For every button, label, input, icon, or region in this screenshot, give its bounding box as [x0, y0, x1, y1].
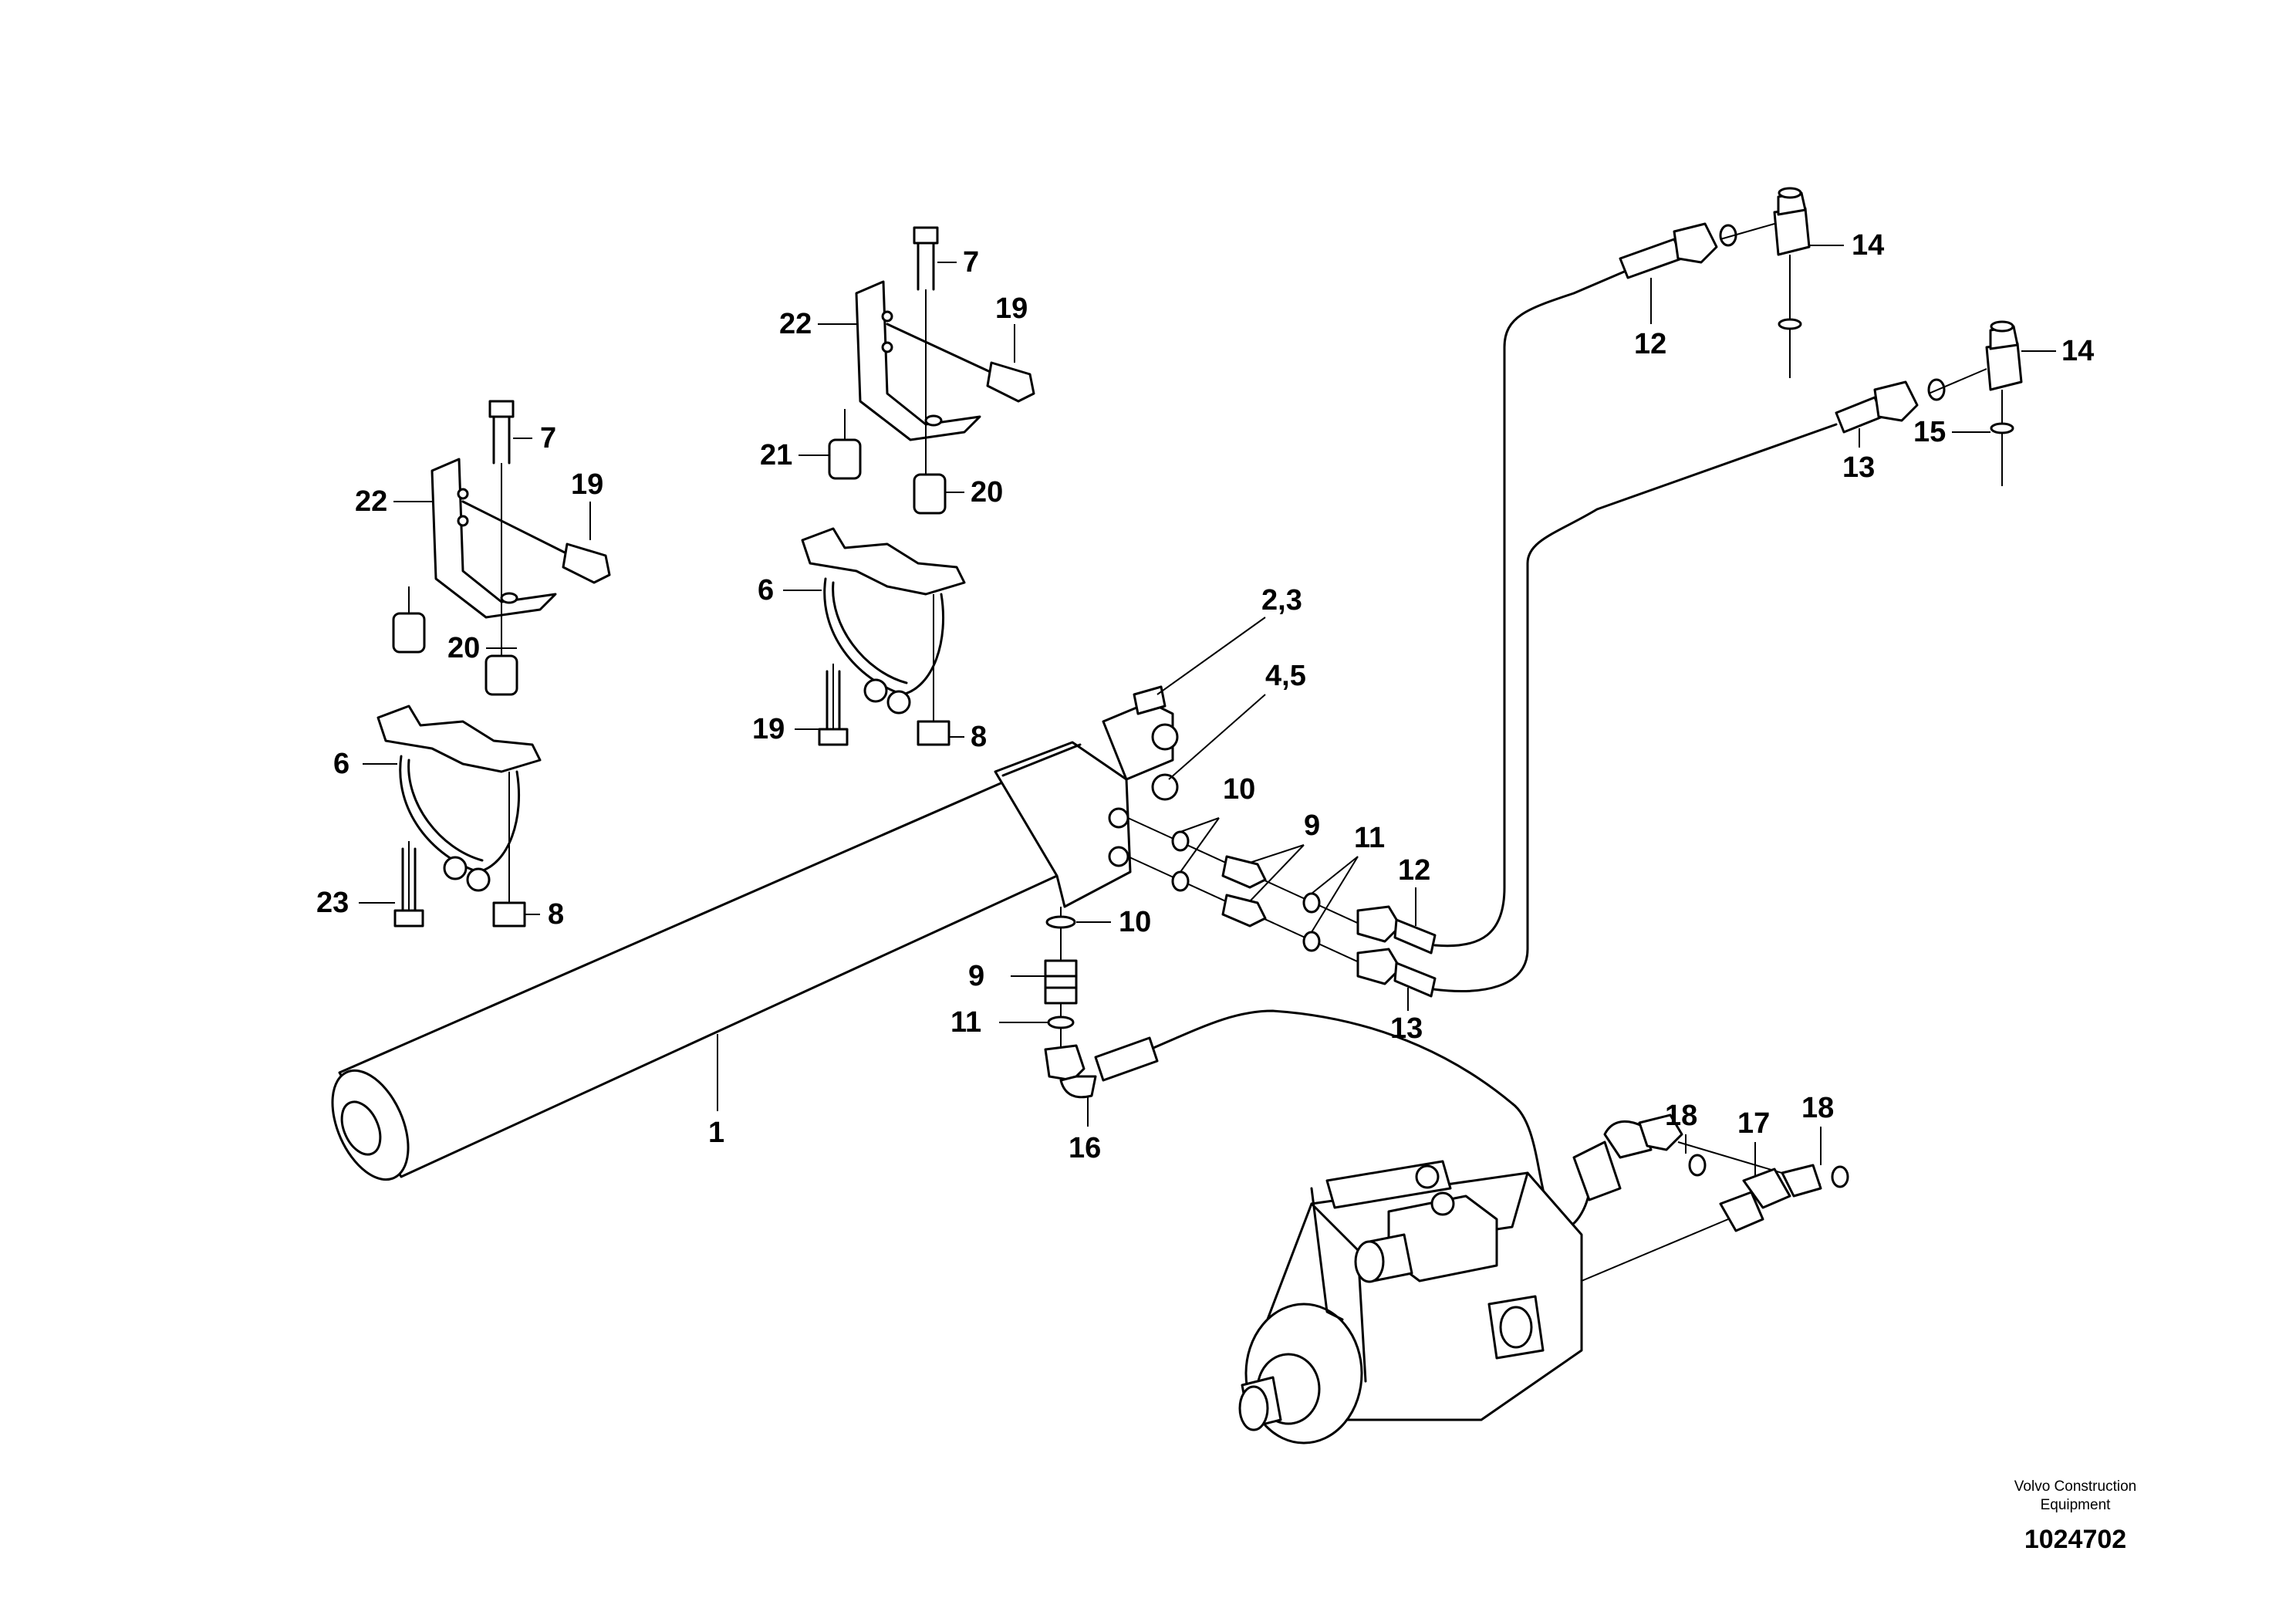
callout-19-left: 19: [571, 468, 603, 501]
callout-4-5: 4,5: [1265, 660, 1306, 692]
callout-23: 23: [316, 887, 349, 919]
callout-19-center-top: 19: [995, 292, 1028, 325]
figure-number: 1024702: [2024, 1525, 2126, 1554]
callout-10-right: 10: [1223, 773, 1255, 806]
left-clamp-assembly: [376, 400, 611, 928]
callout-14-upper: 14: [1852, 229, 1884, 262]
callout-18-left: 18: [1665, 1100, 1697, 1132]
bottom-port-fittings: [1044, 907, 1591, 1230]
callout-21: 21: [760, 439, 792, 471]
callout-6-left: 6: [333, 748, 349, 780]
hoses: [1432, 222, 1919, 992]
callout-12-upper: 12: [1634, 328, 1666, 360]
callout-8-left: 8: [548, 898, 564, 931]
callout-20-center: 20: [971, 476, 1003, 509]
callout-15: 15: [1913, 416, 1946, 448]
callout-22-left: 22: [355, 485, 387, 518]
callout-11-bottom: 11: [950, 1006, 981, 1039]
center-clamp-assembly: [801, 226, 1035, 746]
callout-22-center: 22: [779, 308, 812, 340]
callout-16: 16: [1069, 1132, 1101, 1164]
callout-13-upper: 13: [1842, 451, 1875, 484]
callout-14-lower: 14: [2061, 335, 2094, 367]
right-port-fittings: [1127, 817, 1437, 998]
callout-20-left: 20: [447, 632, 480, 664]
callout-7-center: 7: [963, 246, 979, 279]
callout-1: 1: [708, 1117, 724, 1149]
callout-11-right: 11: [1354, 822, 1385, 854]
brand-line-1: Volvo Construction: [2014, 1478, 2136, 1495]
callout-2-3: 2,3: [1261, 584, 1302, 617]
callout-6-center: 6: [758, 574, 774, 607]
callout-8-center: 8: [971, 721, 987, 753]
hydraulic-cylinder: [331, 685, 1179, 1181]
brand-line-2: Equipment: [2041, 1497, 2112, 1513]
callout-10-bottom: 10: [1119, 906, 1151, 938]
callout-18-right: 18: [1801, 1092, 1834, 1124]
callout-17: 17: [1737, 1107, 1770, 1140]
hydraulic-pump: [1238, 1113, 1849, 1445]
tee-fittings: [1719, 187, 2023, 486]
callout-12-lower: 12: [1398, 854, 1430, 887]
callout-19-center-bottom: 19: [752, 713, 785, 745]
callout-7-left: 7: [540, 422, 556, 454]
callout-9-bottom: 9: [968, 960, 984, 992]
callout-9-right: 9: [1304, 809, 1320, 842]
